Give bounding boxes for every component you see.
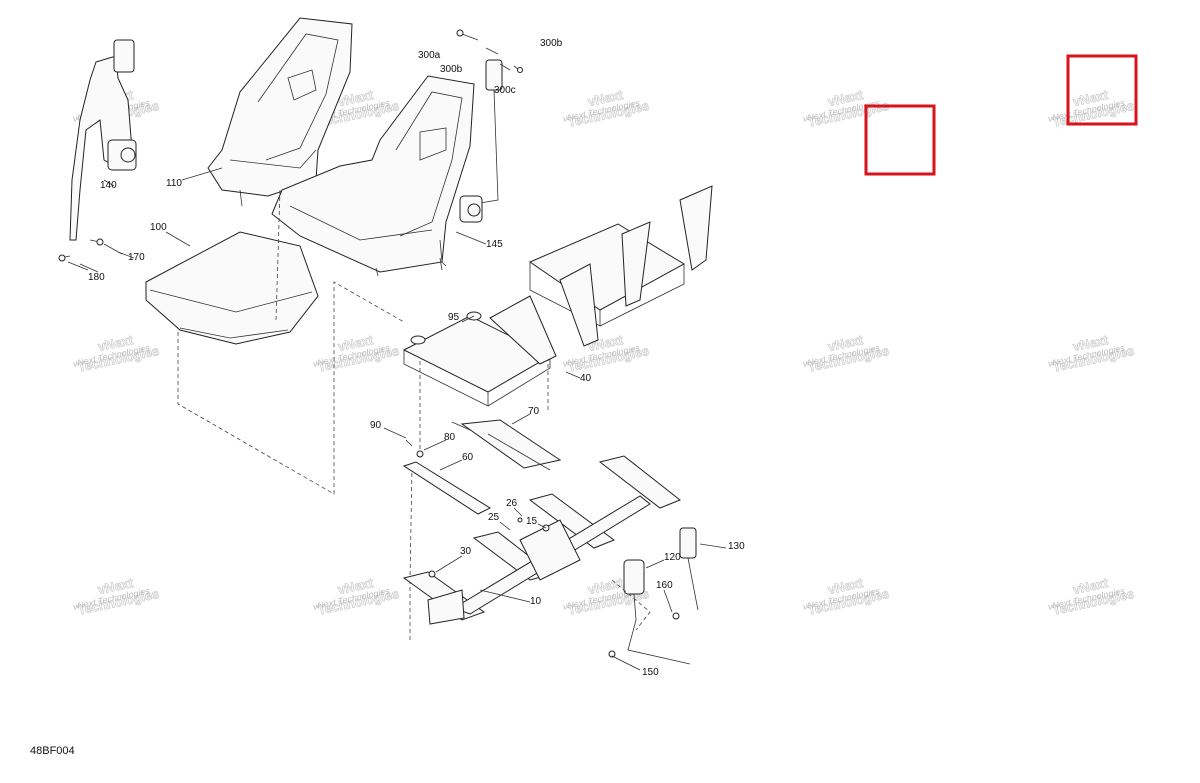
callout-300c: 300c xyxy=(494,85,516,96)
callout-30: 30 xyxy=(460,546,472,557)
callout-130: 130 xyxy=(728,541,745,552)
callout-120: 120 xyxy=(664,552,681,563)
callout-300b_1: 300b xyxy=(540,38,563,49)
buckle-120-130 xyxy=(608,527,699,665)
seat-cushion-100 xyxy=(145,231,319,345)
seat-front xyxy=(271,75,475,277)
callout-60: 60 xyxy=(462,452,474,463)
seat-belt-left xyxy=(69,39,137,241)
callout-160: 160 xyxy=(656,580,673,591)
leader-lines xyxy=(79,167,727,671)
callout-150: 150 xyxy=(642,667,659,678)
callout-180: 180 xyxy=(88,272,105,283)
callout-145: 145 xyxy=(486,239,503,250)
callout-26: 26 xyxy=(506,498,518,509)
callout-labels: 300a 300b 300b 300c 110 140 100 170 180 145 95 40 70… xyxy=(88,38,745,678)
callout-15: 15 xyxy=(526,516,538,527)
callout-95: 95 xyxy=(448,312,460,323)
rail-60 xyxy=(402,439,492,515)
seat-frame-40 xyxy=(402,185,713,407)
callout-70: 70 xyxy=(528,406,540,417)
callout-140: 140 xyxy=(100,180,117,191)
callout-90: 90 xyxy=(370,420,382,431)
highlight-box-2 xyxy=(1066,54,1138,126)
diagram-code: 48BF004 xyxy=(30,745,75,757)
callout-10: 10 xyxy=(530,596,542,607)
callout-110: 110 xyxy=(166,178,182,189)
callout-80: 80 xyxy=(444,432,456,443)
hardware-170-180 xyxy=(58,238,123,271)
base-frame-10 xyxy=(402,455,681,625)
callout-25: 25 xyxy=(488,512,500,523)
callout-300a: 300a xyxy=(418,50,441,61)
rail-70 xyxy=(451,419,562,471)
highlight-box-1 xyxy=(864,104,936,176)
callout-170: 170 xyxy=(128,252,145,263)
callout-100: 100 xyxy=(150,222,167,233)
callout-300b_2: 300b xyxy=(440,64,463,75)
callout-40: 40 xyxy=(580,373,592,384)
hardware-300 xyxy=(456,29,523,73)
seat-belt-right-upper xyxy=(439,59,503,267)
